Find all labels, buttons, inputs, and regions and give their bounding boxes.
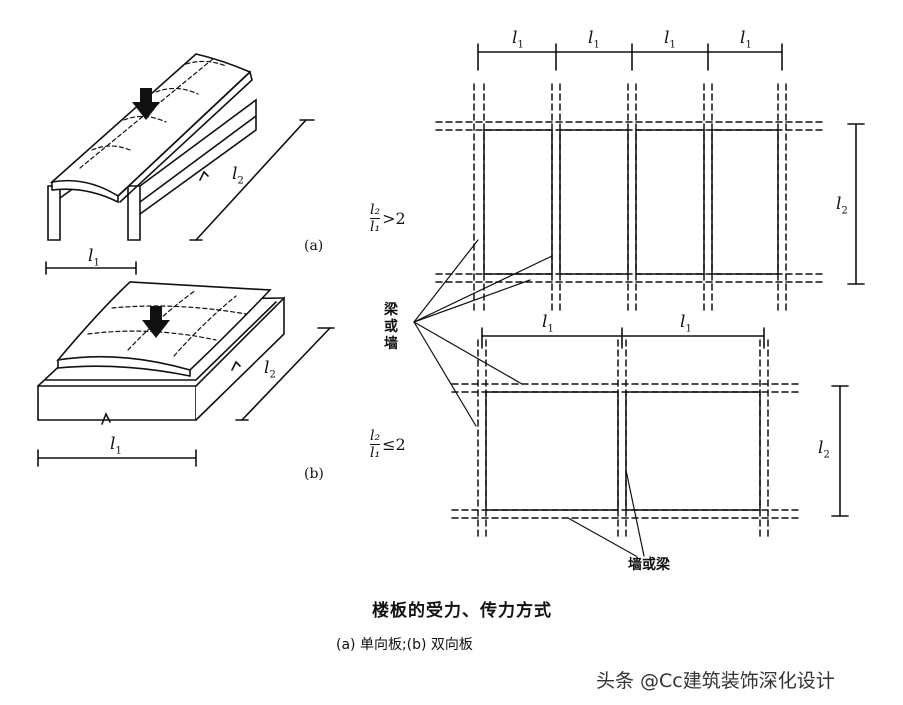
grid-top-dim-l2: l2 (836, 194, 848, 217)
one-way-slab-figure (45, 53, 315, 275)
dim-l2-b: l2 (264, 358, 276, 381)
caption-title: 楼板的受力、传力方式 (372, 601, 552, 621)
two-way-slab-figure (37, 281, 335, 467)
label-beam-or-wall: 梁或墙 (384, 302, 398, 352)
panel-label-b: (b) (304, 466, 324, 482)
grid-one-way (435, 83, 823, 311)
grid-bottom-dim-l1-1: l1 (542, 312, 554, 335)
grid-bottom-dim-l1-2: l1 (680, 312, 692, 335)
watermark: 头条 @Cc建筑装饰深化设计 (596, 670, 835, 692)
grid-top-dim-l1-3: l1 (664, 28, 676, 51)
dim-l1-b: l1 (110, 434, 122, 457)
panel-label-a: (a) (304, 238, 324, 254)
label-wall-or-beam: 墙或梁 (628, 557, 670, 573)
grid-top-dim-l1-1: l1 (512, 28, 524, 51)
caption-subtitle: (a) 单向板;(b) 双向板 (336, 637, 473, 653)
dim-l2-a: l2 (232, 164, 244, 187)
dim-l1-a: l1 (88, 246, 100, 269)
grid-top-dim-l1-4: l1 (740, 28, 752, 51)
grid-bottom-dim-l2: l2 (818, 438, 830, 461)
grid-top-dim-l1-2: l1 (588, 28, 600, 51)
